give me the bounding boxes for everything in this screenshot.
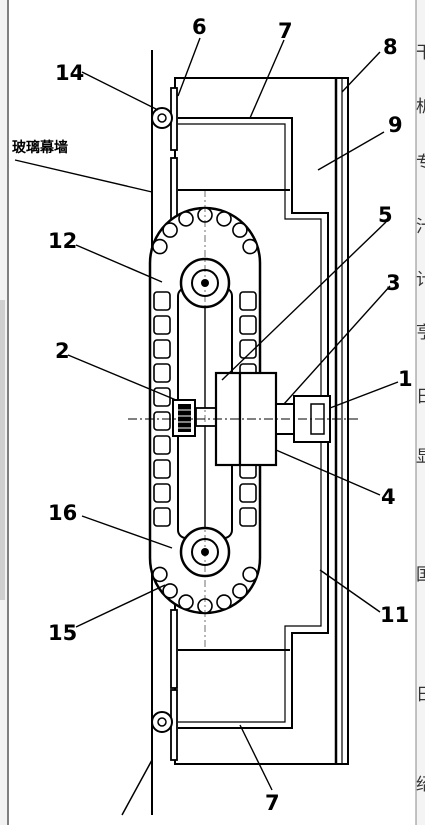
- label-2: 2: [55, 339, 70, 363]
- left-page-strip: [0, 0, 9, 825]
- label-9: 9: [388, 113, 403, 137]
- label-12: 12: [48, 229, 77, 253]
- label-7-top: 7: [278, 19, 293, 43]
- side-glyph-9: 日: [416, 685, 425, 705]
- side-glyph-8: 国: [416, 565, 425, 585]
- label-3: 3: [386, 271, 401, 295]
- track-pad: [153, 363, 171, 383]
- track-pad: [162, 583, 178, 599]
- track-pad: [178, 211, 194, 227]
- side-glyph-3: 汁: [416, 217, 425, 237]
- track-pad: [242, 238, 258, 255]
- track-pad: [239, 291, 257, 311]
- side-glyph-10: 绍: [416, 775, 425, 795]
- side-glyph-1: 析: [416, 97, 425, 117]
- track-pad: [239, 483, 257, 503]
- label-4: 4: [381, 485, 396, 509]
- track-pad: [162, 222, 178, 238]
- track-pad: [232, 583, 248, 599]
- track-pad: [152, 566, 168, 583]
- side-glyph-5: 亨: [416, 323, 425, 343]
- label-11: 11: [380, 603, 409, 627]
- track-pad: [152, 238, 168, 255]
- track-pad: [216, 211, 232, 227]
- suction-wheel-top: [151, 107, 173, 129]
- label-14: 14: [55, 61, 84, 85]
- track-pad: [239, 507, 257, 527]
- label-16: 16: [48, 501, 77, 525]
- track-pad: [153, 435, 171, 455]
- track-pad: [178, 594, 194, 610]
- cleaning-head-part-2: [172, 399, 196, 437]
- side-glyph-7: 显: [416, 447, 425, 467]
- label-8: 8: [383, 35, 398, 59]
- label-6: 6: [192, 15, 207, 39]
- track-pad: [239, 339, 257, 359]
- track-pad: [242, 566, 258, 583]
- track-pad: [153, 411, 171, 431]
- track-pad: [153, 459, 171, 479]
- label-15: 15: [48, 621, 77, 645]
- track-pad: [239, 315, 257, 335]
- track-pad: [232, 222, 248, 238]
- track-pad: [153, 291, 171, 311]
- side-glyph-0: 干: [416, 43, 425, 63]
- track-pad: [153, 507, 171, 527]
- label-7-bottom: 7: [265, 791, 280, 815]
- track-pad: [153, 315, 171, 335]
- wall-label: 玻璃幕墙: [12, 139, 68, 156]
- right-page-strip: 干 析 专 汁 计 亨 日 显 国 日 绍: [415, 0, 425, 825]
- glass-curtain-wall: [121, 50, 153, 816]
- side-glyph-2: 专: [416, 153, 425, 173]
- track-pad: [153, 339, 171, 359]
- leader-lines: [14, 37, 399, 791]
- track-pad: [216, 594, 232, 610]
- part-labels: 6 7 8 14 9 玻璃幕墙 5 12 3 2 1 4 16 11 15 7: [12, 15, 413, 815]
- side-glyph-6: 日: [416, 387, 425, 407]
- label-5: 5: [378, 203, 393, 227]
- track-pad: [153, 483, 171, 503]
- side-glyph-4: 计: [416, 270, 425, 290]
- suction-wheel-bottom: [151, 711, 173, 733]
- label-1: 1: [398, 367, 413, 391]
